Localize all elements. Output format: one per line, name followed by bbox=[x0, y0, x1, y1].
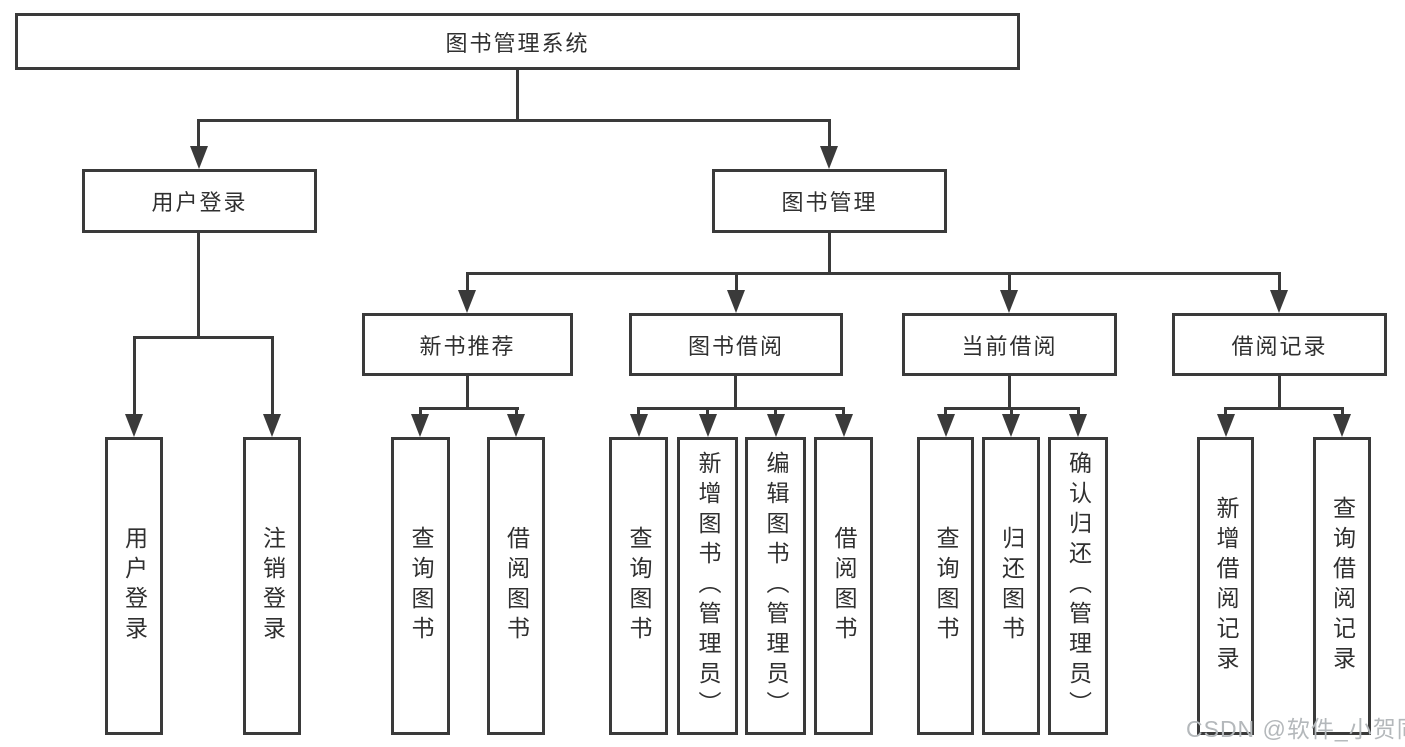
node-new-book-recommendation: 新书推荐 bbox=[362, 313, 573, 376]
arrow-down-icon bbox=[1002, 414, 1020, 437]
connector-line bbox=[828, 233, 831, 274]
leaf-borrowing-edit-book-admin: 编辑图书（管理员） bbox=[745, 437, 806, 735]
arrow-down-icon bbox=[820, 146, 838, 169]
connector-line bbox=[516, 70, 519, 120]
connector-line bbox=[419, 407, 422, 417]
connector-line bbox=[637, 407, 640, 417]
connector-line bbox=[734, 376, 737, 409]
arrow-down-icon bbox=[767, 414, 785, 437]
connector-line bbox=[197, 119, 200, 149]
leaf-user-login: 用户登录 bbox=[105, 437, 163, 735]
arrow-down-icon bbox=[411, 414, 429, 437]
connector-line bbox=[1010, 407, 1013, 417]
connector-line bbox=[1224, 407, 1344, 410]
arrow-down-icon bbox=[1333, 414, 1351, 437]
node-label: 图书借阅 bbox=[687, 333, 784, 359]
arrow-down-icon bbox=[699, 414, 717, 437]
leaf-recommend-query-book: 查询图书 bbox=[391, 437, 450, 735]
arrow-down-icon bbox=[263, 414, 281, 437]
connector-line bbox=[466, 272, 469, 292]
node-label: 当前借阅 bbox=[961, 333, 1058, 359]
node-label: 查询图书 bbox=[933, 526, 959, 646]
node-label: 新增借阅记录 bbox=[1213, 496, 1239, 676]
node-current-borrowing: 当前借阅 bbox=[902, 313, 1117, 376]
connector-line bbox=[1077, 407, 1080, 417]
arrow-down-icon bbox=[1069, 414, 1087, 437]
node-label: 查询借阅记录 bbox=[1329, 496, 1356, 676]
connector-line bbox=[133, 336, 274, 339]
connector-line bbox=[271, 336, 274, 416]
leaf-logout: 注销登录 bbox=[243, 437, 301, 735]
node-label: 查询图书 bbox=[626, 526, 652, 646]
node-library-management-system: 图书管理系统 bbox=[15, 13, 1020, 70]
leaf-borrowing-add-book-admin: 新增图书（管理员） bbox=[677, 437, 738, 735]
node-user-login: 用户登录 bbox=[82, 169, 317, 233]
connector-line bbox=[1224, 407, 1227, 417]
leaf-current-confirm-return-admin: 确认归还（管理员） bbox=[1048, 437, 1108, 735]
node-label: 用户登录 bbox=[151, 190, 248, 215]
arrow-down-icon bbox=[835, 414, 853, 437]
connector-line bbox=[133, 336, 136, 416]
arrow-down-icon bbox=[1217, 414, 1235, 437]
arrow-down-icon bbox=[1000, 290, 1018, 313]
connector-line bbox=[1341, 407, 1344, 417]
connector-line bbox=[774, 407, 777, 417]
leaf-borrowing-query-book: 查询图书 bbox=[609, 437, 668, 735]
csdn-watermark: CSDN @软件_小贺同学 bbox=[1186, 716, 1405, 742]
connector-line bbox=[1278, 376, 1281, 409]
connector-line bbox=[466, 376, 469, 409]
node-label: 新增图书（管理员） bbox=[695, 451, 721, 721]
node-label: 归还图书 bbox=[998, 526, 1025, 646]
arrow-down-icon bbox=[630, 414, 648, 437]
leaf-records-add-borrow-record: 新增借阅记录 bbox=[1197, 437, 1254, 735]
connector-line bbox=[842, 407, 845, 417]
node-label: 用户登录 bbox=[121, 526, 148, 646]
node-book-borrowing: 图书借阅 bbox=[629, 313, 843, 376]
connector-line bbox=[515, 407, 518, 417]
arrow-down-icon bbox=[458, 290, 476, 313]
node-label: 查询图书 bbox=[408, 526, 434, 646]
node-label: 借阅图书 bbox=[503, 526, 530, 646]
node-book-management: 图书管理 bbox=[712, 169, 947, 233]
node-label: 图书管理系统 bbox=[445, 30, 590, 56]
node-label: 借阅记录 bbox=[1231, 333, 1328, 359]
node-borrowing-records: 借阅记录 bbox=[1172, 313, 1387, 376]
arrow-down-icon bbox=[937, 414, 955, 437]
leaf-borrowing-borrow-book: 借阅图书 bbox=[814, 437, 873, 735]
connector-line bbox=[828, 119, 831, 149]
node-label: 图书管理 bbox=[781, 190, 878, 215]
leaf-current-return-book: 归还图书 bbox=[982, 437, 1040, 735]
node-label: 新书推荐 bbox=[419, 333, 516, 359]
arrow-down-icon bbox=[190, 146, 208, 169]
connector-line bbox=[419, 407, 519, 410]
connector-line bbox=[1278, 272, 1281, 292]
connector-line bbox=[735, 272, 738, 292]
leaf-records-query-borrow-record: 查询借阅记录 bbox=[1313, 437, 1371, 735]
connector-line bbox=[466, 272, 1281, 275]
leaf-current-query-book: 查询图书 bbox=[917, 437, 974, 735]
leaf-recommend-borrow-book: 借阅图书 bbox=[487, 437, 545, 735]
connector-line bbox=[706, 407, 709, 417]
connector-line bbox=[197, 119, 831, 122]
arrow-down-icon bbox=[125, 414, 143, 437]
node-label: 借阅图书 bbox=[831, 526, 857, 646]
connector-line bbox=[1008, 376, 1011, 409]
node-label: 编辑图书（管理员） bbox=[763, 451, 789, 721]
connector-line bbox=[637, 407, 845, 410]
node-label: 注销登录 bbox=[259, 526, 286, 646]
arrow-down-icon bbox=[507, 414, 525, 437]
node-label: 确认归还（管理员） bbox=[1065, 451, 1092, 721]
arrow-down-icon bbox=[1270, 290, 1288, 313]
connector-line bbox=[197, 233, 200, 337]
connector-line bbox=[1008, 272, 1011, 292]
arrow-down-icon bbox=[727, 290, 745, 313]
connector-line bbox=[944, 407, 947, 417]
